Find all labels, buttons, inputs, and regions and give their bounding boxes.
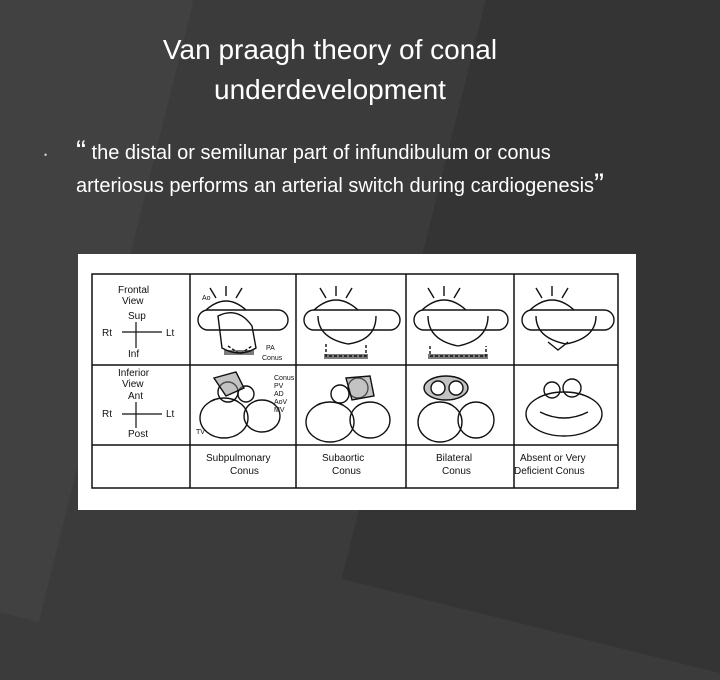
inferior-left-label: Rt	[102, 409, 112, 420]
pa-label: PA	[266, 345, 275, 352]
diagram-outer-frame	[91, 273, 619, 489]
frontal-hatching	[224, 350, 488, 359]
frontal-sketch-bilateral	[413, 286, 509, 357]
caption-absent-line1: Absent or Very	[520, 453, 586, 464]
inferior-right-label: Lt	[166, 409, 175, 420]
frontal-sketch-absent	[521, 286, 615, 351]
top-conus-label: Conus	[262, 355, 283, 362]
ad-label: AD	[274, 391, 284, 398]
inferior-sketch-absent	[525, 378, 603, 437]
close-quote: ”	[594, 168, 605, 201]
frontal-up-label: Sup	[128, 311, 146, 322]
inferior-sketch-bilateral	[417, 375, 495, 443]
conus-diagram: Frontal View Sup Inf Rt Lt Inferior View…	[91, 273, 619, 489]
quote-body: the distal or semilunar part of infundib…	[76, 142, 595, 197]
caption-subpulmonary-line1: Subpulmonary	[206, 453, 270, 464]
inferior-up-label: Ant	[128, 391, 143, 402]
open-quote: “	[76, 135, 86, 168]
frontal-right-label: Lt	[166, 328, 175, 339]
frontal-down-label: Inf	[128, 349, 139, 360]
frontal-sketch-subpulmonary	[197, 286, 289, 355]
inferior-down-label: Post	[128, 429, 148, 440]
inferior-sketch-subpulmonary	[199, 371, 281, 439]
bullet-marker: •	[44, 150, 48, 160]
frontal-view-line1: Frontal	[118, 285, 149, 296]
bullet-text: “ the distal or semilunar part of infund…	[76, 136, 636, 202]
frontal-sketches	[197, 286, 615, 357]
mv-label: MV	[274, 407, 285, 414]
title-line-2: underdevelopment	[214, 74, 446, 105]
pv-label: PV	[274, 383, 284, 390]
inferior-sketches	[199, 371, 603, 443]
slide-title: Van praagh theory of conal underdevelopm…	[0, 30, 660, 110]
inferior-sketch-subaortic	[305, 375, 391, 443]
caption-absent-line2: Deficient Conus	[514, 466, 585, 477]
caption-bilateral-line2: Conus	[442, 466, 471, 477]
inferior-view-line1: Inferior	[118, 368, 150, 379]
aov-label: AoV	[274, 399, 288, 406]
inferior-view-line2: View	[122, 379, 144, 390]
bottom-conus-label: Conus	[274, 375, 295, 382]
frontal-view-line2: View	[122, 296, 144, 307]
frontal-left-label: Rt	[102, 328, 112, 339]
title-line-1: Van praagh theory of conal	[162, 34, 498, 65]
caption-subpulmonary-line2: Conus	[230, 466, 259, 477]
frontal-sketch-subaortic	[303, 286, 401, 357]
caption-subaortic-line2: Conus	[332, 466, 361, 477]
conus-diagram-figure: Frontal View Sup Inf Rt Lt Inferior View…	[78, 254, 636, 510]
caption-subaortic-line1: Subaortic	[322, 453, 364, 464]
tv-label: TV	[196, 429, 205, 436]
ao-label: Ao	[202, 295, 211, 302]
caption-bilateral-line1: Bilateral	[436, 453, 472, 464]
